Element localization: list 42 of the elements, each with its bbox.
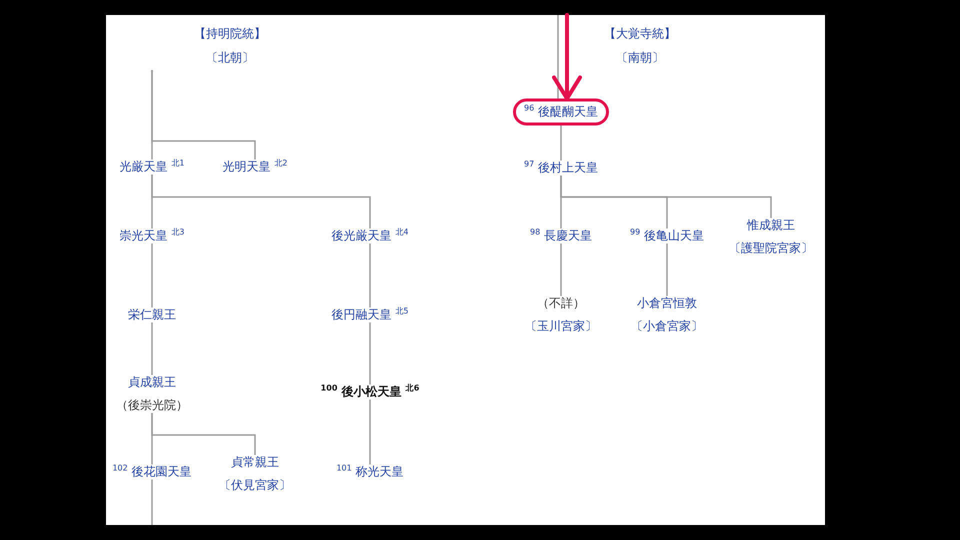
person-name: 後円融天皇 $^{北5}$ xyxy=(332,308,408,322)
connector-line xyxy=(369,322,371,384)
arrow xyxy=(552,13,582,100)
connector-line xyxy=(369,400,371,464)
person-name: $^{97}$ 後村上天皇 xyxy=(524,160,598,176)
person-name: $^{100}$ 後小松天皇 $^{北6}$ xyxy=(320,384,420,400)
lineage-heading: 【大覚寺統】 xyxy=(604,26,676,42)
connector-line xyxy=(560,126,562,160)
person-name: $^{98}$ 長慶天皇 xyxy=(530,228,592,244)
house-name: 〔小倉宮家〕 xyxy=(631,319,703,334)
house-name: 〔玉川宮家〕 xyxy=(525,319,597,334)
person-name: 光明天皇 $^{北2}$ xyxy=(222,160,288,174)
connector-line xyxy=(151,322,153,375)
connector-line xyxy=(151,70,256,160)
person-name: 栄仁親王 xyxy=(128,308,176,322)
person-name: $^{101}$ 称光天皇 xyxy=(336,464,404,480)
house-name: 〔護聖院宮家〕 xyxy=(729,241,813,256)
person-name: 崇光天皇 $^{北3}$ xyxy=(120,228,184,244)
house-name: 〔伏見宮家〕 xyxy=(219,478,291,493)
person-name: 光厳天皇 $^{北1}$ xyxy=(120,160,184,174)
person-name: 惟成親王 xyxy=(746,218,796,233)
person-name: 貞常親王 xyxy=(230,455,280,470)
connector-line xyxy=(560,244,562,296)
court-label: 〔南朝〕 xyxy=(616,50,664,66)
person-name: 貞成親王 xyxy=(127,375,177,390)
connector-line xyxy=(557,15,559,98)
person-name: 小倉宮恒敦 xyxy=(636,296,698,311)
person-name: $^{102}$ 後花園天皇 xyxy=(112,464,192,480)
person-name: （不詳） xyxy=(536,296,586,311)
connector-line xyxy=(151,174,371,228)
person-name: $^{99}$ 後亀山天皇 xyxy=(630,228,704,244)
circled-name: $^{96}$ 後醍醐天皇 xyxy=(513,98,609,126)
connector-line xyxy=(666,244,668,296)
lineage-heading: 【持明院統】 xyxy=(194,26,266,42)
connector-line xyxy=(151,480,153,525)
court-label: 〔北朝〕 xyxy=(206,50,254,66)
connector-line xyxy=(151,413,256,455)
connector-line xyxy=(151,244,153,308)
person-name: 後光厳天皇 $^{北4}$ xyxy=(332,228,408,244)
connector-line xyxy=(369,244,371,308)
house-name: （後崇光院） xyxy=(116,398,188,413)
connector-line xyxy=(560,176,772,218)
